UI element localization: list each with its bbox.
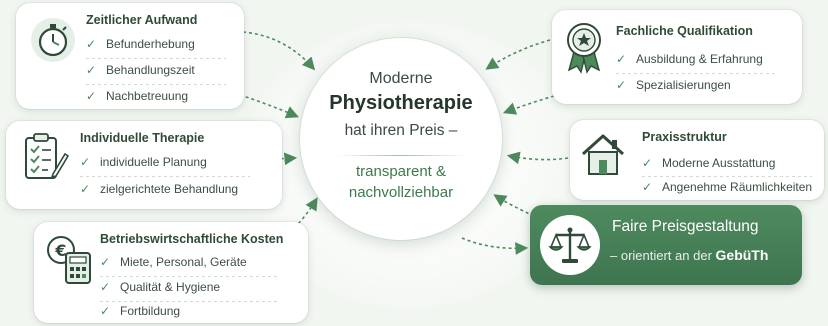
list-item-label: Spezialisierungen — [636, 78, 731, 92]
arrow-kosten — [289, 197, 318, 233]
check-icon: ✓ — [80, 182, 91, 196]
scales-icon — [540, 215, 600, 275]
center-line-4: transparent & — [355, 163, 447, 180]
svg-text:€: € — [54, 241, 66, 260]
list-item-label: individuelle Planung — [100, 155, 207, 169]
list-item: ✓ Befunderhebung — [86, 37, 195, 51]
check-icon: ✓ — [86, 63, 97, 77]
card-title: Praxisstruktur — [642, 130, 727, 144]
check-icon: ✓ — [100, 255, 111, 269]
center-divider — [336, 155, 466, 156]
divider — [100, 301, 280, 302]
card-zeitlicher-aufwand: Zeitlicher Aufwand ✓ Befunderhebung ✓ Beha… — [16, 3, 244, 109]
list-item: ✓ Angenehme Räumlichkeiten — [642, 180, 812, 194]
list-item-label: Moderne Ausstattung — [662, 156, 776, 170]
check-icon: ✓ — [86, 89, 97, 103]
list-item: ✓ Qualität & Hygiene — [100, 280, 220, 294]
arrow-quali-2 — [503, 95, 555, 115]
list-item-label: Behandlungszeit — [106, 63, 195, 77]
stopwatch-icon — [26, 13, 80, 67]
card-betriebswirtschaftliche-kosten: € Betriebswirtschaftliche Kosten ✓ Miete,… — [34, 222, 308, 323]
check-icon: ✓ — [100, 280, 111, 294]
check-icon: ✓ — [616, 78, 627, 92]
divider — [616, 73, 776, 74]
center-line-5: nachvollziehbar — [348, 184, 454, 201]
euro-calculator-icon: € — [42, 232, 98, 288]
card-title: Zeitlicher Aufwand — [86, 13, 198, 27]
divider — [86, 84, 226, 85]
card-title: Fachliche Qualifikation — [616, 24, 753, 38]
center-title: Physiotherapie — [329, 92, 473, 114]
check-icon: ✓ — [616, 52, 627, 66]
list-item: ✓ Behandlungszeit — [86, 63, 195, 77]
arrow-quali — [485, 39, 551, 70]
check-icon: ✓ — [642, 156, 653, 170]
list-item: ✓ Spezialisierungen — [616, 78, 731, 92]
center-line-3: hat ihren Preis – — [344, 122, 458, 139]
fair-subtitle-bold: GebüTh — [715, 247, 769, 263]
divider — [80, 176, 250, 177]
list-item: ✓ zielgerichtete Behandlung — [80, 182, 238, 196]
card-praxisstruktur: Praxisstruktur ✓ Moderne Ausstattung ✓ Ang… — [570, 120, 824, 200]
list-item: ✓ Fortbildung — [100, 304, 180, 318]
list-item: ✓ individuelle Planung — [80, 155, 207, 169]
card-individuelle-therapie: Individuelle Therapie ✓ individuelle Plan… — [6, 121, 282, 209]
arrow-praxis — [506, 151, 569, 165]
list-item: ✓ Nachbetreuung — [86, 89, 188, 103]
list-item-label: Miete, Personal, Geräte — [120, 255, 247, 269]
list-item-label: Nachbetreuung — [106, 89, 189, 103]
fair-pricing-box: Faire Preisgestaltung – orientiert an de… — [530, 205, 802, 285]
list-item: ✓ Moderne Ausstattung — [642, 156, 775, 170]
list-item-label: Befunderhebung — [106, 37, 195, 51]
arrow-zeit-2 — [239, 94, 299, 119]
list-item-label: zielgerichtete Behandlung — [100, 182, 239, 196]
list-item-label: Angenehme Räumlichkeiten — [662, 180, 813, 194]
divider — [100, 276, 280, 277]
check-icon: ✓ — [100, 304, 111, 318]
center-line-1: Moderne — [369, 70, 433, 87]
center-circle: Moderne Physiotherapie hat ihren Preis –… — [300, 38, 502, 240]
divider — [642, 176, 812, 177]
fair-subtitle: – orientiert an der GebüTh — [610, 247, 768, 263]
list-item-label: Fortbildung — [120, 304, 181, 318]
list-item-label: Ausbildung & Erfahrung — [636, 52, 763, 66]
divider — [86, 58, 226, 59]
house-icon — [576, 130, 630, 180]
clipboard-pencil-icon — [16, 129, 74, 187]
card-fachliche-qualifikation: Fachliche Qualifikation ✓ Ausbildung & Er… — [552, 10, 802, 104]
fair-subtitle-text: – orientiert an der — [610, 248, 712, 263]
list-item-label: Qualität & Hygiene — [120, 280, 221, 294]
check-icon: ✓ — [642, 180, 653, 194]
list-item: ✓ Miete, Personal, Geräte — [100, 255, 247, 269]
arrow-fair — [461, 237, 529, 255]
check-icon: ✓ — [80, 155, 91, 169]
arrow-zeit — [242, 31, 316, 71]
card-title: Betriebswirtschaftliche Kosten — [100, 232, 284, 246]
card-title: Individuelle Therapie — [80, 131, 205, 145]
check-icon: ✓ — [86, 37, 97, 51]
award-ribbon-icon — [558, 18, 610, 76]
list-item: ✓ Ausbildung & Erfahrung — [616, 52, 763, 66]
fair-title: Faire Preisgestaltung — [612, 218, 759, 235]
